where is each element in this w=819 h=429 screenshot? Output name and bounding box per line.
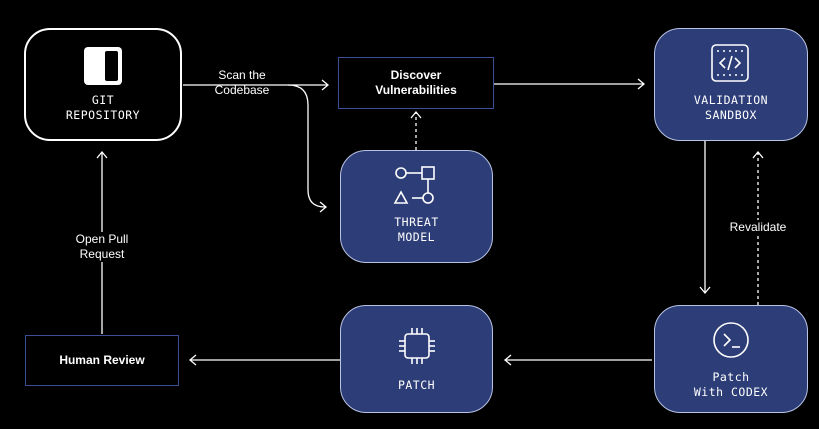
chip-icon: [399, 328, 435, 364]
patch-label: PATCH: [397, 377, 436, 392]
edge-label-open-pull-request: Open Pull Request: [64, 232, 140, 262]
terminal-icon: [713, 322, 749, 358]
edge-scan-to-threat-model: [287, 84, 326, 208]
validation-sandbox-label: VALIDATION SANDBOX: [693, 92, 769, 122]
discover-vulnerabilities-box: Discover Vulnerabilities: [338, 57, 494, 109]
threat-model-node: THREAT MODEL: [340, 150, 493, 263]
patch-node: PATCH: [340, 305, 493, 413]
edge-label-scan-the-codebase: Scan the Codebase: [214, 68, 270, 97]
human-review-label: Human Review: [59, 353, 145, 367]
split-panel-icon: [84, 47, 122, 85]
patch-with-codex-node: Patch With CODEX: [654, 305, 808, 413]
validation-sandbox-node: VALIDATION SANDBOX: [654, 28, 808, 141]
threat-model-label: THREAT MODEL: [394, 214, 439, 244]
patch-with-codex-label: Patch With CODEX: [693, 370, 769, 399]
flow-shapes-icon: [393, 166, 435, 204]
edge-label-revalidate: Revalidate: [722, 220, 794, 235]
git-repository-label: GIT REPOSITORY: [65, 92, 141, 122]
code-sandbox-icon: [711, 44, 749, 82]
discover-vulnerabilities-label: Discover Vulnerabilities: [375, 68, 457, 97]
human-review-box: Human Review: [25, 335, 179, 386]
git-repository-node: GIT REPOSITORY: [24, 28, 182, 141]
